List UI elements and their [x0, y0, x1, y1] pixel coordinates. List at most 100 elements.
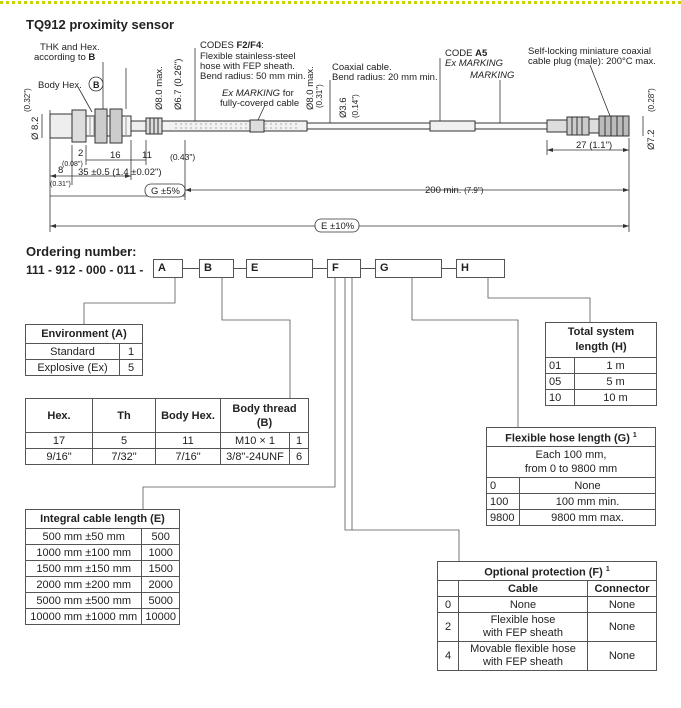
table-cell: 6 — [289, 448, 309, 465]
marking-label: MARKING — [470, 70, 514, 81]
cable-length-header: Integral cable length (E) — [25, 509, 180, 529]
code-a5-label: CODE A5 — [445, 48, 488, 59]
dim-11-in: (0.43") — [170, 152, 195, 162]
body-hex-label: Body Hex. — [38, 80, 82, 91]
code-box-f: F — [327, 259, 361, 278]
separator — [234, 268, 246, 269]
environment-table: Environment (A) Standard 1 Explosive (Ex… — [25, 324, 143, 376]
table-cell: 05 — [545, 373, 575, 390]
dim-d36-in: (0.14") — [351, 94, 360, 118]
dim-27: 27 (1.1") — [576, 140, 612, 151]
flex-desc-1: Flexible stainless-steel — [200, 51, 296, 62]
dim-d80b: Ø8.0 max. — [305, 66, 316, 110]
dim-d36: Ø3.6 — [338, 97, 349, 118]
plug-desc-2: cable plug (male): 200°C max. — [528, 56, 656, 67]
top-dotted-rule — [0, 1, 681, 4]
ex-marking-label: Ex MARKING — [445, 58, 503, 69]
table-cell: 5 m — [574, 373, 657, 390]
table-cell: 1 — [289, 432, 309, 449]
table-row: Explosive (Ex) 5 — [25, 359, 143, 376]
table-cell: 9/16" — [25, 448, 93, 465]
table-cell: M10 × 1 — [220, 432, 290, 449]
table-cell: 100 mm min. — [519, 493, 656, 510]
flex-desc-3: Bend radius: 50 mm min. — [200, 71, 306, 82]
code-box-g: G — [375, 259, 442, 278]
dim-d82-in: (0.32") — [23, 88, 32, 112]
body-hex-header: Body Hex. — [155, 398, 221, 433]
codes-label: CODES F2/F4: — [200, 40, 264, 51]
protection-header: Optional protection (F) 1 — [437, 561, 657, 581]
dim-d82: Ø 8.2 — [30, 117, 41, 140]
hose-length-table: Flexible hose length (G) 1 Each 100 mm,f… — [486, 427, 656, 526]
dim-d72: Ø7.2 — [646, 129, 657, 150]
dim-2-in: (0.08") — [62, 161, 83, 168]
separator — [361, 268, 375, 269]
dim-16: 16 — [110, 150, 121, 161]
table-cell: 17 — [25, 432, 93, 449]
separator — [183, 268, 199, 269]
body-thread-header: Body thread (B) — [220, 398, 309, 433]
table-cell: 7/16" — [155, 448, 221, 465]
dim-8: 8 — [58, 165, 63, 176]
table-cell: 5000 — [141, 592, 180, 609]
separator — [442, 268, 456, 269]
table-cell: 5 — [92, 432, 156, 449]
ordering-title: Ordering number: — [26, 244, 137, 259]
dim-d80a: Ø8.0 max. — [154, 66, 165, 110]
ex-marking-covered: Ex MARKING for — [222, 88, 294, 99]
table-cell: 1500 mm ±150 mm — [24, 560, 143, 577]
table-cell: 10000 mm ±1000 mm — [24, 608, 143, 625]
table-cell: 11 — [155, 432, 221, 449]
coax-desc-1: Coaxial cable. — [332, 62, 392, 73]
table-cell: 01 — [545, 357, 575, 374]
table-cell: 500 mm ±50 mm — [24, 528, 143, 545]
table-cell: 7/32" — [92, 448, 156, 465]
table-cell: 2000 — [141, 576, 180, 593]
table-cell: 100 — [486, 493, 520, 510]
code-box-h: H — [456, 259, 505, 278]
table-row: Standard 1 — [25, 343, 143, 360]
table-cell: 4 — [437, 641, 459, 671]
table-cell: 1 m — [574, 357, 657, 374]
dim-11: 11 — [142, 150, 152, 161]
table-cell: 10000 — [141, 608, 180, 625]
separator — [313, 268, 327, 269]
table-cell: None — [587, 596, 657, 613]
table-cell: 3/8"-24UNF — [220, 448, 290, 465]
table-cell: 1 — [119, 343, 143, 360]
table-cell: 9800 — [486, 509, 520, 526]
thread-b-circle — [88, 76, 104, 92]
coax-desc-2: Bend radius: 20 mm min. — [332, 72, 438, 83]
table-cell: 500 — [141, 528, 180, 545]
page-title: TQ912 proximity sensor — [26, 17, 175, 32]
table-cell: 1500 — [141, 560, 180, 577]
fully-covered-label: fully-covered cable — [220, 98, 299, 109]
th-header: Th — [92, 398, 156, 433]
table-cell: Explosive (Ex) — [25, 359, 120, 376]
dim-d80b-in: (0.31") — [315, 84, 324, 108]
protection-col-connector: Connector — [587, 580, 657, 597]
dim-d72-in: (0.28") — [647, 88, 656, 112]
according-label: according to B — [34, 52, 95, 63]
table-row: 9/16" 7/32" 7/16" 3/8"-24UNF 6 — [25, 448, 309, 465]
dim-g-pill — [144, 183, 186, 198]
table-row: 0 None None — [437, 596, 657, 613]
table-cell: 5 — [119, 359, 143, 376]
table-cell: 10 m — [574, 389, 657, 406]
hex-table: Hex. Th Body Hex. Body thread (B) 17 5 1… — [25, 398, 309, 465]
table-cell: None — [587, 641, 657, 671]
protection-col-cable: Cable — [458, 580, 588, 597]
